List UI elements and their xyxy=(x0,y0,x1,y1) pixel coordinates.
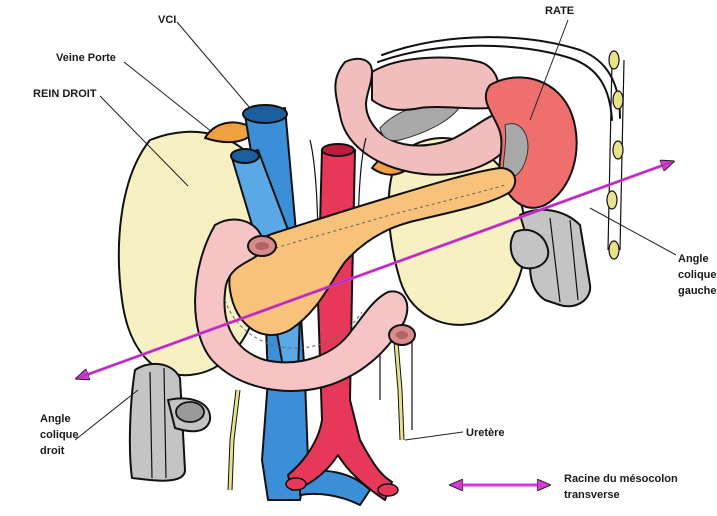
label-uretere: Uretère xyxy=(466,427,505,439)
left-colic-flexure xyxy=(509,208,592,308)
label-angle-gauche-2: colique xyxy=(678,269,717,281)
label-rate: RATE xyxy=(545,5,574,17)
label-angle-droit-2: colique xyxy=(40,429,79,441)
label-rein-droit: REIN DROIT xyxy=(33,88,97,100)
label-angle-gauche-3: gauche xyxy=(678,285,717,297)
label-veine-porte: Veine Porte xyxy=(56,52,116,64)
label-racine-1: Racine du mésocolon xyxy=(564,473,678,485)
stomach-fundus xyxy=(371,56,500,111)
label-angle-gauche-1: Angle xyxy=(678,253,709,265)
right-colic-flexure xyxy=(128,362,212,482)
label-racine-2: transverse xyxy=(564,489,620,501)
phrenocolic-ligaments xyxy=(606,50,625,260)
label-vci: VCI xyxy=(158,14,176,26)
label-angle-droit-3: droit xyxy=(40,445,65,457)
mesocolon-axis xyxy=(78,162,672,378)
label-angle-droit-1: Angle xyxy=(40,413,71,425)
